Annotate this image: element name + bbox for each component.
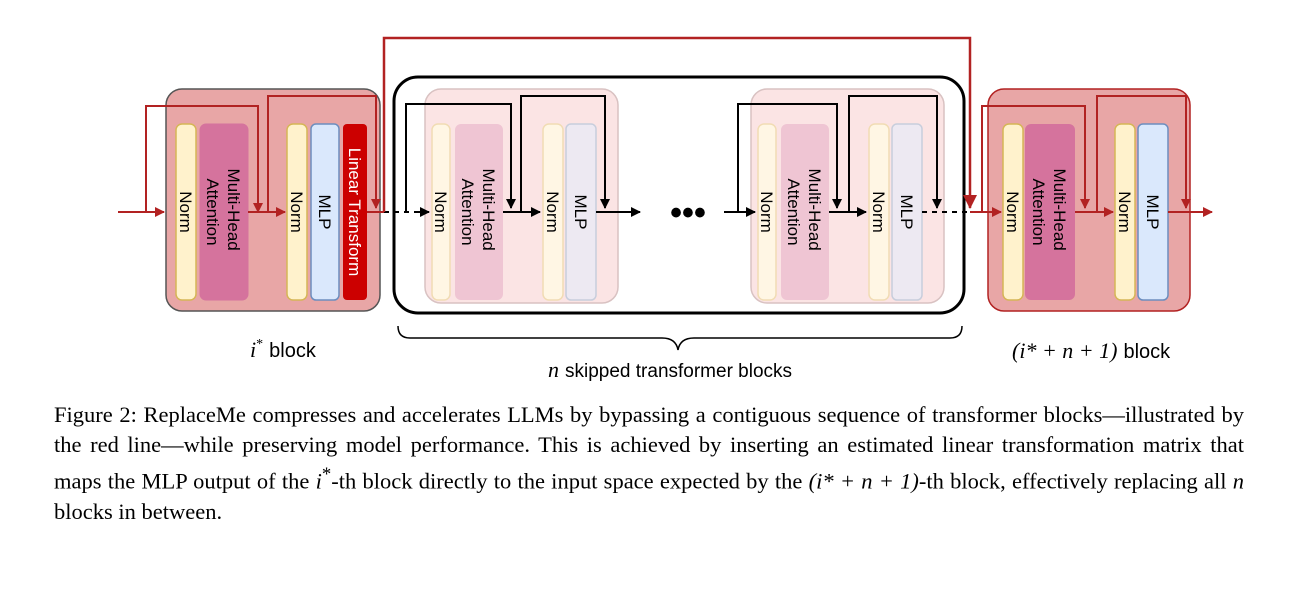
svg-text:Multi-Head Attention: Multi-Head Attention	[1029, 169, 1069, 256]
skipped-a-attention-label-2: Attention	[458, 178, 477, 245]
last-attention-label-2: Attention	[1029, 178, 1048, 245]
skipped-a-mlp-label: MLP	[571, 195, 590, 230]
caption-symbol-n: n	[1232, 468, 1244, 494]
caption-part-3: -th block, effectively replacing all	[918, 468, 1227, 494]
skipped-brace	[397, 325, 963, 351]
first-linear-box	[343, 124, 367, 300]
skipped-a-attention-label-1: Multi-Head	[479, 169, 498, 251]
skipped-a-norm2-label: Norm	[543, 191, 562, 233]
first-norm2-label: Norm	[287, 191, 306, 233]
last-norm2-label: Norm	[1115, 191, 1134, 233]
caption-part-2: -th block directly to the input space ex…	[331, 468, 803, 494]
skipped-b-mlp-label: MLP	[897, 195, 916, 230]
first-mlp-box	[310, 123, 340, 301]
bypass-line	[382, 36, 977, 212]
ellipsis: •••	[670, 194, 706, 232]
last-block: Norm Multi-Head Attention Norm MLP	[970, 88, 1213, 312]
svg-text:Multi-Head Attention: Multi-Head Attention	[458, 169, 498, 256]
first-attention-label-1: Multi-Head	[224, 169, 243, 251]
last-mlp-label: MLP	[1143, 195, 1162, 230]
skipped-flow-lines	[384, 95, 990, 217]
skipped-a-norm1-label: Norm	[431, 191, 450, 233]
skipped-b-norm2-label: Norm	[869, 191, 888, 233]
first-block: Norm Multi-Head Attention Norm MLP Linea…	[118, 88, 384, 312]
skipped-b-norm1-label: Norm	[757, 191, 776, 233]
first-attention-label-2: Attention	[203, 178, 222, 245]
first-norm1-box	[175, 123, 197, 301]
first-linear-label: Linear Transform	[345, 148, 364, 277]
last-norm1-label: Norm	[1003, 191, 1022, 233]
last-block-label: (i* + n + 1)block	[1012, 338, 1171, 363]
architecture-diagram: Norm Multi-Head Attention Norm MLP Linea…	[118, 36, 1213, 382]
last-attention-label-1: Multi-Head	[1050, 169, 1069, 251]
svg-text:Multi-Head Attention: Multi-Head Attention	[784, 169, 824, 256]
skipped-b-attention-label-1: Multi-Head	[805, 169, 824, 251]
caption-part-1: Figure 2: ReplaceMe compresses and accel…	[54, 402, 1244, 494]
first-block-label: i*block	[250, 337, 317, 362]
caption-superscript-star: *	[321, 464, 332, 485]
svg-text:Multi-Head Attention: Multi-Head Attention	[203, 169, 243, 256]
skipped-b-attention-label-2: Attention	[784, 178, 803, 245]
first-norm2-box	[286, 123, 308, 301]
skipped-block-b: Norm Multi-Head Attention Norm MLP	[750, 88, 945, 304]
first-mlp-label: MLP	[315, 195, 334, 230]
first-norm1-label: Norm	[176, 191, 195, 233]
caption-symbol-i: i	[315, 468, 322, 494]
caption-part-4: blocks in between.	[54, 498, 223, 524]
figure-caption: Figure 2: ReplaceMe compresses and accel…	[54, 400, 1244, 527]
caption-math-block: (i* + n + 1)	[808, 468, 919, 494]
